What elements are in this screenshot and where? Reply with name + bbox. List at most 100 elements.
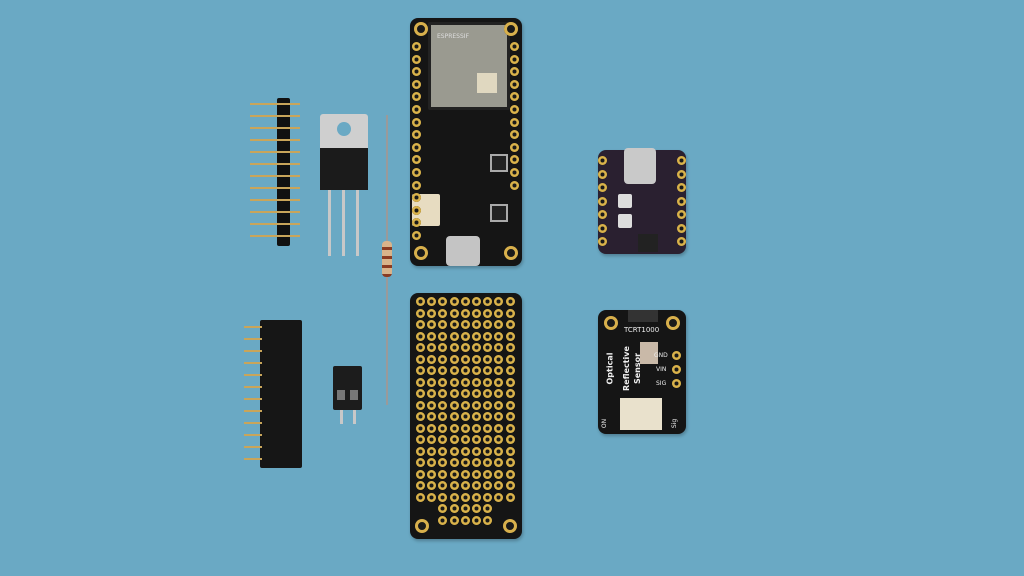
- proto-hole: [416, 354, 425, 364]
- proto-hole: [438, 469, 448, 479]
- proto-hole: [472, 308, 481, 318]
- proto-hole: [427, 435, 437, 444]
- proto-hole: [472, 412, 481, 421]
- proto-hole: [438, 331, 448, 341]
- proto-hole: [494, 320, 504, 329]
- proto-hole: [416, 481, 425, 490]
- proto-hole: [427, 469, 437, 479]
- pin-hole: [510, 142, 519, 152]
- proto-hole: [438, 320, 448, 329]
- proto-hole: [505, 297, 515, 306]
- proto-hole: [449, 458, 459, 467]
- proto-hole: [438, 343, 448, 352]
- proto-hole: [449, 504, 459, 513]
- proto-hole: [472, 515, 481, 525]
- castellated-pad: [677, 156, 686, 165]
- proto-hole: [449, 423, 459, 433]
- proto-hole: [483, 446, 493, 456]
- proto-hole: [472, 492, 481, 502]
- terminal-block: [333, 366, 363, 426]
- header-pin: [244, 434, 262, 436]
- proto-hole: [427, 366, 437, 375]
- proto-hole: [427, 412, 437, 421]
- proto-hole: [505, 446, 515, 456]
- proto-hole: [494, 343, 504, 352]
- pin-hole: [510, 105, 519, 114]
- male-pin-header: [250, 98, 302, 248]
- proto-hole: [438, 377, 448, 387]
- reset-button: [618, 214, 632, 228]
- proto-hole: [449, 354, 459, 364]
- proto-hole: [494, 377, 504, 387]
- proto-hole: [505, 469, 515, 479]
- castellated-pad: [677, 237, 686, 246]
- proto-hole: [460, 458, 470, 467]
- usb-c-port: [446, 236, 480, 266]
- tcrt1000-sensor: [640, 342, 658, 364]
- pin-hole: [510, 67, 519, 77]
- proto-hole: [460, 412, 470, 421]
- proto-hole: [416, 343, 425, 352]
- proto-hole: [483, 366, 493, 375]
- qtpy-board: [598, 148, 686, 254]
- pin-hole: [510, 155, 519, 165]
- proto-hole: [483, 504, 493, 513]
- proto-hole: [472, 469, 481, 479]
- pin-hole: [412, 67, 421, 77]
- proto-hole: [505, 423, 515, 433]
- proto-hole: [449, 320, 459, 329]
- proto-hole: [483, 492, 493, 502]
- pin-hole: [412, 218, 421, 228]
- proto-hole: [472, 297, 481, 306]
- proto-hole: [427, 331, 437, 341]
- proto-hole: [427, 354, 437, 364]
- proto-hole: [483, 423, 493, 433]
- proto-hole: [472, 481, 481, 490]
- proto-hole: [438, 458, 448, 467]
- proto-hole: [505, 366, 515, 375]
- proto-hole: [494, 354, 504, 364]
- proto-hole: [460, 331, 470, 341]
- pin-hole: [412, 155, 421, 165]
- proto-hole: [483, 297, 493, 306]
- proto-hole: [494, 412, 504, 421]
- proto-hole: [494, 435, 504, 444]
- boot-button: [490, 204, 508, 222]
- proto-hole: [427, 400, 437, 410]
- proto-hole: [505, 389, 515, 398]
- proto-hole: [472, 377, 481, 387]
- proto-hole: [438, 366, 448, 375]
- proto-hole: [505, 412, 515, 421]
- proto-hole: [460, 308, 470, 318]
- proto-hole: [494, 469, 504, 479]
- proto-hole: [449, 366, 459, 375]
- proto-hole: [494, 423, 504, 433]
- header-pin: [250, 211, 300, 213]
- proto-hole: [494, 297, 504, 306]
- proto-hole: [438, 435, 448, 444]
- pin-hole: [412, 54, 421, 64]
- proto-hole: [494, 492, 504, 502]
- proto-hole: [472, 389, 481, 398]
- proto-hole: [505, 492, 515, 502]
- proto-hole: [460, 435, 470, 444]
- proto-hole: [472, 400, 481, 410]
- proto-hole: [449, 331, 459, 341]
- proto-hole: [438, 504, 448, 513]
- proto-hole: [472, 423, 481, 433]
- header-pin: [250, 187, 300, 189]
- proto-hole: [438, 389, 448, 398]
- proto-hole: [460, 504, 470, 513]
- voltage-regulator: [320, 114, 370, 259]
- proto-hole: [483, 343, 493, 352]
- proto-hole: [472, 331, 481, 341]
- proto-hole: [427, 481, 437, 490]
- castellated-pad: [598, 183, 607, 192]
- proto-hole: [427, 320, 437, 329]
- proto-hole: [416, 331, 425, 341]
- header-pin: [244, 362, 262, 364]
- proto-hole: [494, 446, 504, 456]
- proto-hole: [505, 377, 515, 387]
- proto-hole: [438, 400, 448, 410]
- proto-hole: [460, 389, 470, 398]
